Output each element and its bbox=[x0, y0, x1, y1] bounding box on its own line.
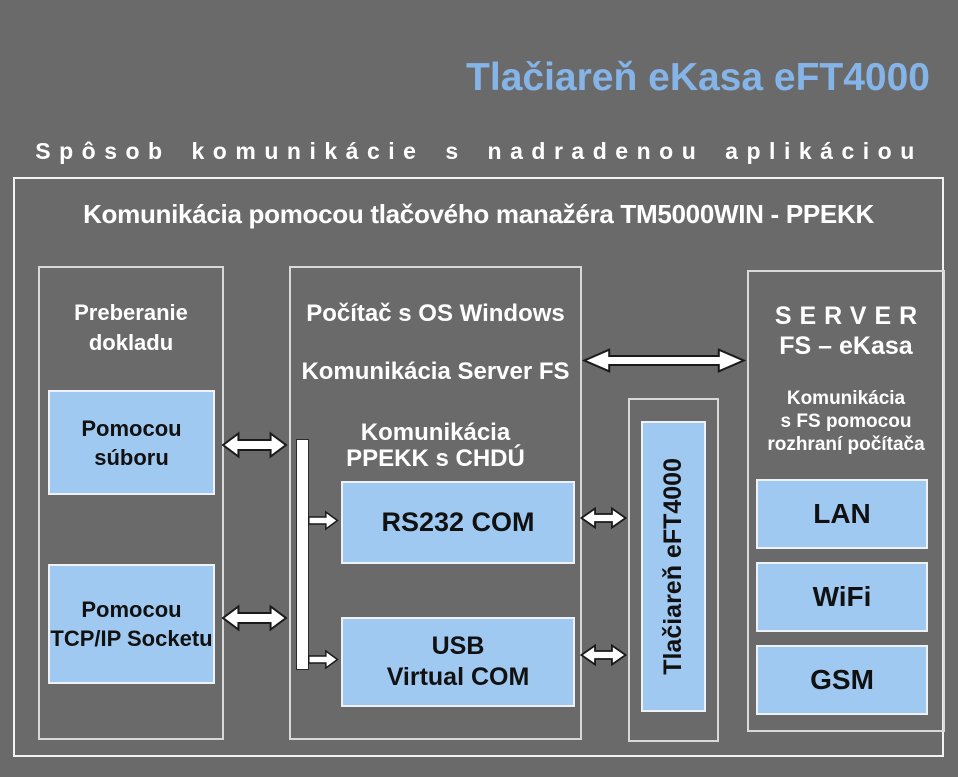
arrow-fs-server-link-icon bbox=[581, 347, 747, 374]
node-printer-eft4000: Tlačiareň eFT4000 bbox=[641, 421, 706, 712]
arrow-usb-printer-link-icon bbox=[580, 644, 627, 666]
document-transfer-title: Preberanie dokladu bbox=[74, 300, 188, 355]
node-usb-virtual-com: USB Virtual COM bbox=[341, 617, 575, 707]
node-pomocou-tcpip-socketu-label: Pomocou TCP/IP Socketu bbox=[50, 597, 213, 651]
diagram-header: Komunikácia pomocou tlačového manažéra T… bbox=[83, 199, 874, 229]
server-panel-description: Komunikácia s FS pomocou rozhraní počíta… bbox=[749, 387, 943, 456]
node-usb-line-1: USB bbox=[431, 632, 485, 660]
node-lan: LAN bbox=[756, 479, 928, 549]
printer-panel: Tlačiareň eFT4000 bbox=[628, 398, 719, 742]
ppekk-chdu-communication-label: Komunikácia PPEKK s CHDÚ bbox=[291, 420, 580, 472]
node-gsm-label: GSM bbox=[810, 664, 874, 695]
branch-arrow-rs232-icon bbox=[308, 510, 339, 531]
server-desc-line-1: Komunikácia bbox=[786, 388, 906, 409]
chdu-bus-bar bbox=[296, 439, 309, 670]
node-lan-label: LAN bbox=[813, 498, 871, 529]
node-rs232-com-label: RS232 COM bbox=[381, 507, 535, 537]
page-title: Tlačiareň eKasa eFT4000 bbox=[466, 56, 930, 99]
computer-panel-title: Počítač s OS Windows bbox=[306, 300, 565, 327]
arrow-rs232-printer-link-icon bbox=[580, 507, 627, 529]
ppekk-chdu-line-2: PPEKK s CHDÚ bbox=[346, 445, 525, 472]
server-fs-communication-label: Komunikácia Server FS bbox=[301, 358, 570, 385]
server-desc-line-3: rozhraní počítača bbox=[767, 434, 925, 455]
document-transfer-panel: Preberanie dokladu Pomocou súboru Pomoco… bbox=[38, 266, 224, 740]
page-subtitle: Spôsob komunikácie s nadradenou aplikáci… bbox=[35, 138, 923, 164]
node-wifi: WiFi bbox=[756, 562, 928, 632]
server-desc-line-2: s FS pomocou bbox=[780, 411, 912, 432]
server-panel-title: SERVER bbox=[774, 302, 926, 330]
arrow-file-link-icon bbox=[221, 430, 288, 460]
node-printer-eft4000-label: Tlačiareň eFT4000 bbox=[659, 458, 687, 675]
computer-panel: Počítač s OS Windows Komunikácia Server … bbox=[289, 266, 582, 740]
node-gsm: GSM bbox=[756, 645, 928, 715]
branch-arrow-usb-icon bbox=[308, 649, 339, 670]
node-pomocou-suboru: Pomocou súboru bbox=[48, 390, 215, 495]
node-wifi-label: WiFi bbox=[812, 581, 872, 612]
arrow-tcpip-link-icon bbox=[221, 603, 288, 633]
node-usb-line-2: Virtual COM bbox=[386, 663, 530, 691]
node-rs232-com: RS232 COM bbox=[341, 481, 575, 564]
diagram-frame: Komunikácia pomocou tlačového manažéra T… bbox=[13, 177, 945, 757]
server-panel: SERVER FS – eKasa Komunikácia s FS pomoc… bbox=[747, 270, 945, 732]
node-pomocou-tcpip-socketu: Pomocou TCP/IP Socketu bbox=[48, 564, 215, 684]
node-pomocou-suboru-label: Pomocou súboru bbox=[81, 415, 182, 470]
ppekk-chdu-line-1: Komunikácia bbox=[360, 419, 511, 446]
server-panel-subtitle: FS – eKasa bbox=[779, 332, 913, 360]
